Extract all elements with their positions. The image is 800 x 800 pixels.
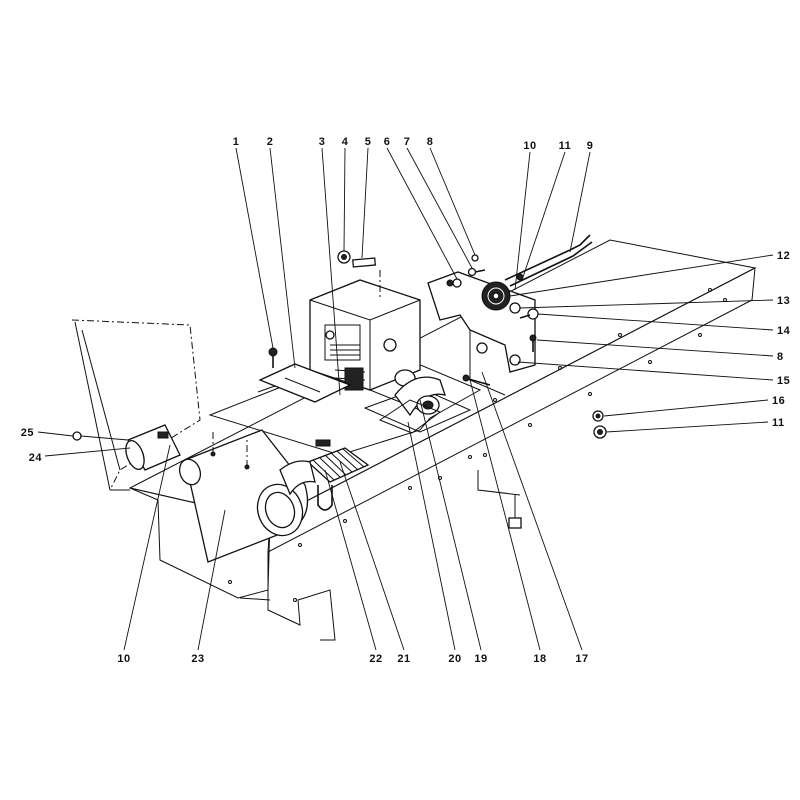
callout-21: 21 (397, 653, 410, 665)
screw-1 (268, 347, 278, 368)
callout-3: 3 (319, 136, 326, 148)
leader-lines (37, 147, 774, 651)
callout-8: 8 (427, 136, 434, 148)
callout-1: 1 (233, 136, 240, 148)
callout-13: 13 (777, 295, 790, 307)
callout-11b: 11 (772, 417, 785, 429)
callout-24: 24 (29, 452, 43, 464)
side-panel (71, 319, 201, 491)
u-bolt-clamp-22 (315, 439, 333, 511)
callout-25: 25 (21, 427, 34, 439)
callout-11: 11 (559, 140, 572, 152)
callout-8b: 8 (777, 351, 784, 363)
exhaust-elbow-24 (125, 424, 181, 471)
callout-7: 7 (404, 136, 411, 148)
callout-9: 9 (587, 140, 594, 152)
callout-5: 5 (365, 136, 372, 148)
callout-20: 20 (448, 653, 461, 665)
callout-10b: 10 (117, 653, 130, 665)
stud-5 (352, 257, 381, 300)
hardware-6-7-8 (452, 254, 486, 288)
callout-15: 15 (777, 375, 790, 387)
mount-plate-2 (258, 363, 352, 403)
control-bracket (427, 271, 536, 396)
nut-4 (337, 250, 351, 264)
callout-18: 18 (533, 653, 546, 665)
callout-labels: 1 2 3 4 5 6 7 8 10 11 9 12 13 14 8 15 16… (21, 136, 791, 665)
callout-2: 2 (267, 136, 274, 148)
lever-9 (504, 234, 593, 287)
callout-4: 4 (342, 136, 349, 148)
callout-22: 22 (369, 653, 382, 665)
callout-23: 23 (191, 653, 204, 665)
callout-6: 6 (384, 136, 391, 148)
callout-17: 17 (575, 653, 588, 665)
washers-16-11 (592, 410, 607, 439)
exhaust-hose-21 (279, 447, 370, 496)
washer-13 (509, 302, 521, 314)
callout-10: 10 (523, 140, 536, 152)
callout-14: 14 (777, 325, 791, 337)
pulley-12 (481, 281, 511, 311)
frame-holes (228, 288, 727, 602)
screw-8b (529, 334, 537, 352)
callout-12: 12 (777, 250, 790, 262)
nut-25 (72, 431, 129, 441)
callout-16: 16 (772, 395, 785, 407)
muffler-23 (178, 429, 309, 563)
callout-19: 19 (474, 653, 487, 665)
hose-ribs (312, 448, 365, 481)
